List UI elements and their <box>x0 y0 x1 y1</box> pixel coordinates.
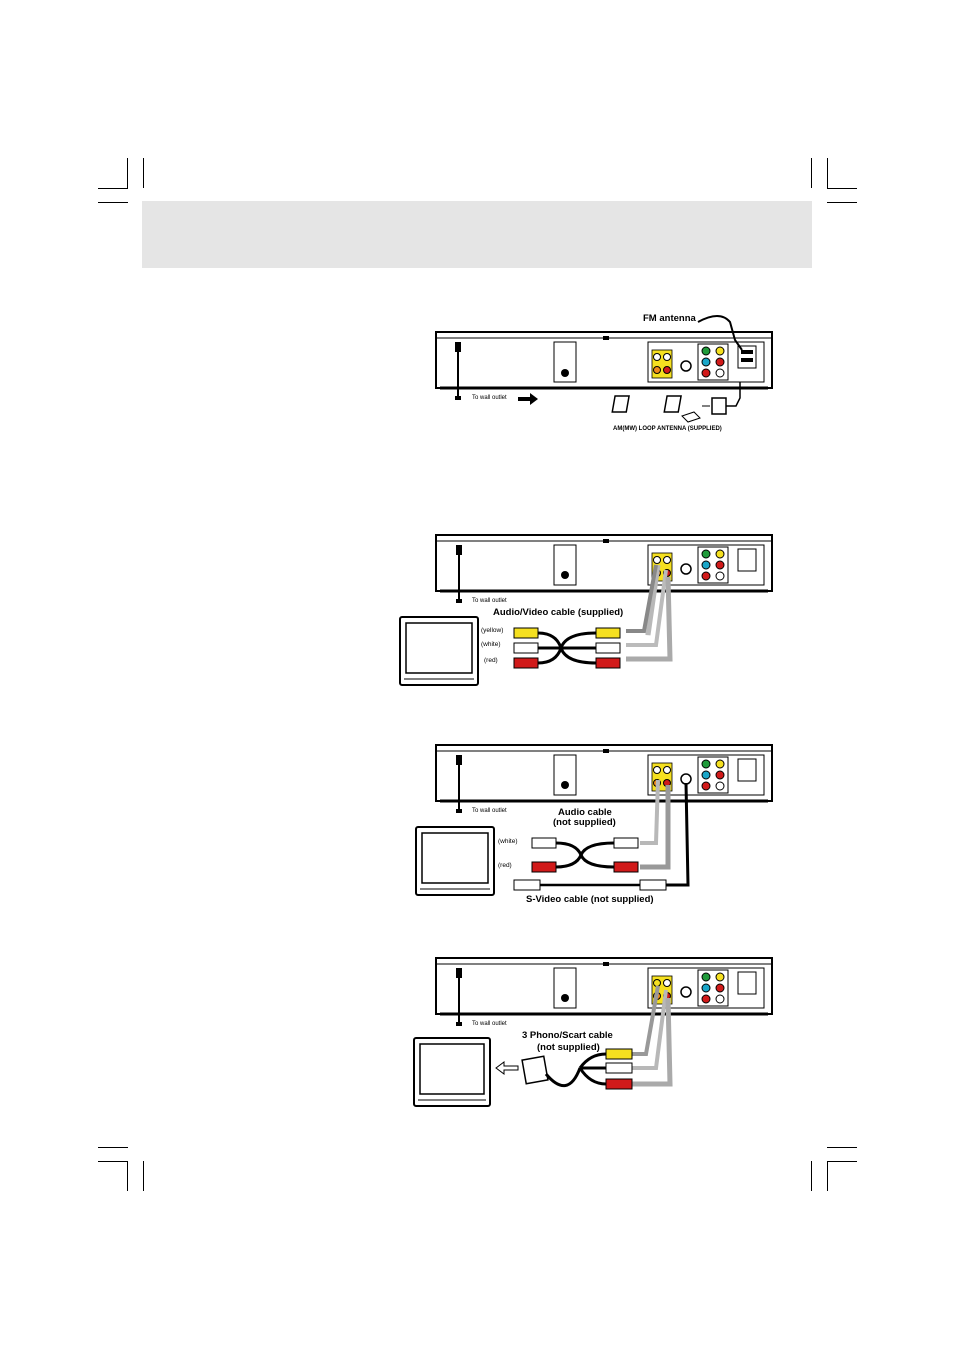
crop-mark-tr-h2 <box>827 202 857 203</box>
tv-icon <box>413 1037 491 1107</box>
crop-mark-bl-v <box>127 1161 128 1191</box>
crop-mark-bl-v2 <box>143 1161 144 1191</box>
crop-mark-br-v2 <box>827 1161 828 1191</box>
wall-outlet-label: To wall outlet <box>472 1021 507 1027</box>
red-label: (red) <box>484 657 498 664</box>
audio-cable-label: Audio cable <box>558 807 612 818</box>
red-label: (red) <box>498 862 512 869</box>
figure-av-cable: To wall outlet Audio/Video cable (suppli… <box>386 525 786 695</box>
antenna-diagram <box>435 315 773 423</box>
wall-outlet-label: To wall outlet <box>472 395 507 401</box>
tv-icon <box>399 616 479 686</box>
wall-outlet-label: To wall outlet <box>472 808 507 814</box>
audio-cable-not-supplied: (not supplied) <box>553 817 616 828</box>
crop-mark-tr-v2 <box>827 158 828 188</box>
figure-scart: To wall outlet 3 Phono/Scart cable (not … <box>400 950 790 1115</box>
crop-mark-tl-v2 <box>143 158 144 188</box>
svideo-cable-label: S-Video cable (not supplied) <box>526 894 654 905</box>
scart-diagram <box>413 957 773 1107</box>
av-cable-diagram <box>399 534 773 686</box>
figure-antenna: FM antenna To wall outlet AM(MW) LOOP AN… <box>430 300 790 440</box>
scart-connector-icon <box>521 1055 582 1087</box>
am-loop-antenna-icon <box>611 382 741 423</box>
svideo-diagram <box>415 744 773 896</box>
crop-mark-tr-h <box>827 188 857 189</box>
fm-antenna-label: FM antenna <box>643 313 696 324</box>
wall-outlet-label: To wall outlet <box>472 598 507 604</box>
scart-not-supplied: (not supplied) <box>537 1042 600 1053</box>
crop-mark-bl-h2 <box>98 1161 128 1162</box>
white-label: (white) <box>481 641 501 648</box>
crop-mark-bl-h <box>98 1147 128 1148</box>
crop-mark-tl-h2 <box>98 202 128 203</box>
crop-mark-br-h <box>827 1147 857 1148</box>
am-antenna-label: AM(MW) LOOP ANTENNA (SUPPLIED) <box>613 426 722 432</box>
figure-svideo: To wall outlet Audio cable (not supplied… <box>386 735 786 910</box>
av-cable-label: Audio/Video cable (supplied) <box>493 607 624 618</box>
crop-mark-tr-v <box>811 158 812 188</box>
crop-mark-br-v <box>811 1161 812 1191</box>
crop-mark-br-h2 <box>827 1161 857 1162</box>
yellow-label: (yellow) <box>481 627 504 634</box>
tv-icon <box>415 826 495 896</box>
header-banner <box>142 201 812 268</box>
white-label: (white) <box>498 838 518 845</box>
crop-mark-tl-v <box>127 158 128 188</box>
crop-mark-tl-h <box>98 188 128 189</box>
scart-cable-label: 3 Phono/Scart cable <box>522 1030 613 1041</box>
